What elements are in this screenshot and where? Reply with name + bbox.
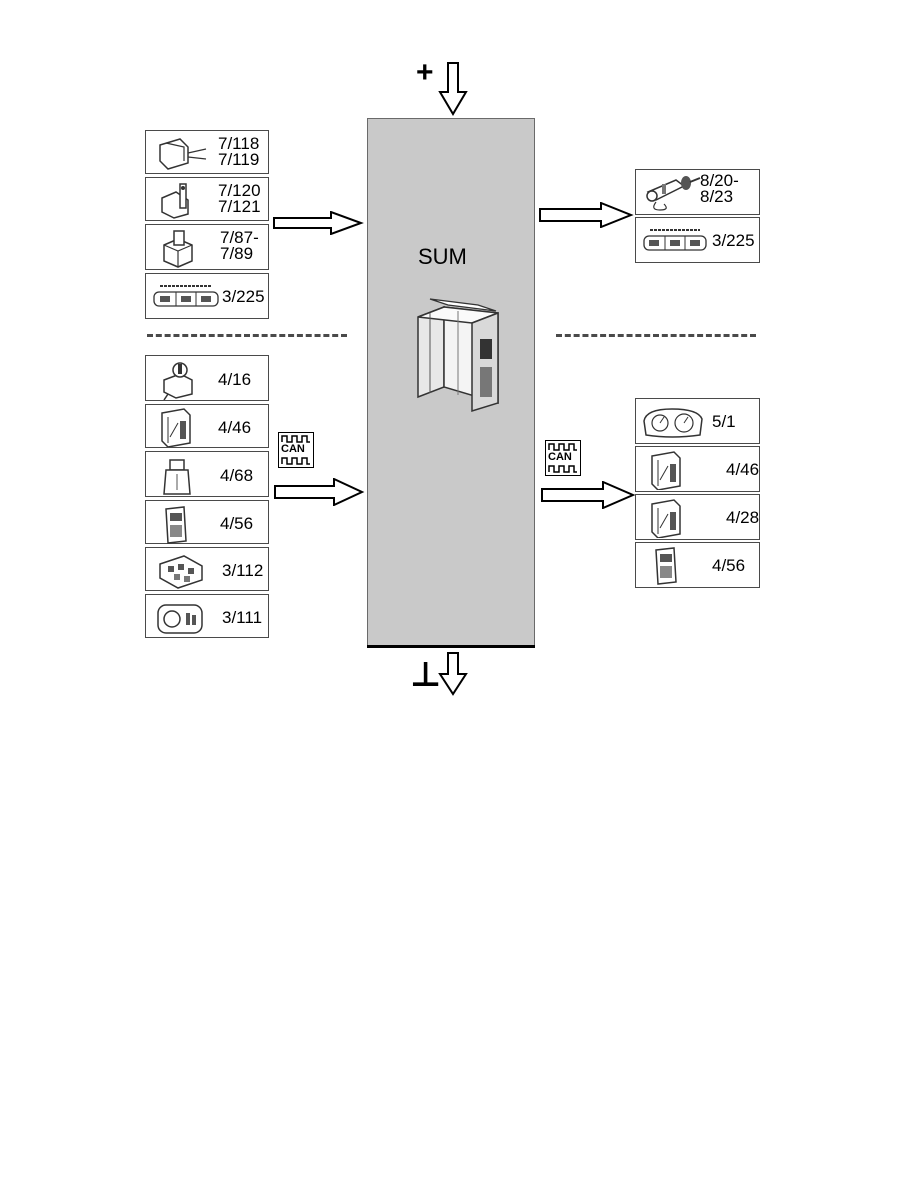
switch-panel-icon xyxy=(643,229,707,251)
item-label: 4/46 xyxy=(726,460,760,479)
output-item-3-225: 3/225 xyxy=(635,217,760,263)
cube-switch-icon xyxy=(163,230,193,268)
instrument-cluster-icon xyxy=(643,408,703,438)
item-label: 7/118 7/119 xyxy=(218,134,260,169)
input-item-4-68: 4/68 xyxy=(145,451,269,497)
input-item-4-46: 4/46 xyxy=(145,404,269,448)
plus-symbol: + xyxy=(416,56,434,89)
item-label: 5/1 xyxy=(712,412,736,431)
right-arrow-icon xyxy=(273,211,364,235)
input-item-3-225: 3/225 xyxy=(145,273,269,319)
item-label: 4/56 xyxy=(220,514,254,533)
switch-panel-icon xyxy=(153,285,219,307)
ignition-switch-icon xyxy=(163,362,193,400)
item-label: 3/111 xyxy=(222,608,263,627)
input-item-7-87: 7/87- 7/89 xyxy=(145,224,269,270)
control-module-icon xyxy=(161,408,191,447)
output-item-8-20: 8/20- 8/23 xyxy=(635,169,760,215)
input-item-3-111: 3/111 xyxy=(145,594,269,638)
connector-plug-icon xyxy=(159,138,207,170)
output-item-4-28: 4/28 xyxy=(635,494,760,540)
right-arrow-icon xyxy=(274,478,365,506)
keypad-module-icon xyxy=(165,506,187,544)
bracket-switch-icon xyxy=(161,183,189,219)
input-item-4-16: 4/16 xyxy=(145,355,269,401)
item-label: 7/120 7/121 xyxy=(218,181,261,216)
item-label: 4/28 xyxy=(726,508,760,527)
can-bus-icon: CAN xyxy=(545,440,581,476)
item-label: 4/46 xyxy=(218,418,252,437)
item-label: 8/20- 8/23 xyxy=(700,171,739,206)
item-label: 3/112 xyxy=(222,561,264,580)
input-item-7-120: 7/120 7/121 xyxy=(145,177,269,221)
output-item-5-1: 5/1 xyxy=(635,398,760,444)
input-item-4-56: 4/56 xyxy=(145,500,269,544)
input-item-7-118: 7/118 7/119 xyxy=(145,130,269,174)
output-item-4-56: 4/56 xyxy=(635,542,760,588)
item-label: 4/68 xyxy=(220,466,254,485)
can-label: CAN xyxy=(548,451,572,463)
actuator-motor-icon xyxy=(646,176,701,211)
output-item-4-46: 4/46 xyxy=(635,446,760,492)
down-arrow-icon xyxy=(438,652,468,696)
light-switch-icon xyxy=(157,604,203,634)
left-separator xyxy=(147,334,347,337)
module-housing-icon xyxy=(417,298,499,413)
control-module-icon xyxy=(651,451,681,490)
sensor-unit-icon xyxy=(163,459,191,495)
item-label: 3/225 xyxy=(222,287,265,306)
item-label: 3/225 xyxy=(712,231,755,250)
item-label: 7/87- 7/89 xyxy=(220,228,259,263)
ground-symbol: ⊥ xyxy=(410,656,442,694)
can-bus-icon: CAN xyxy=(278,432,314,468)
can-label: CAN xyxy=(281,443,305,455)
down-arrow-icon xyxy=(438,62,468,116)
control-module-icon xyxy=(651,499,681,538)
item-label: 4/16 xyxy=(218,370,252,389)
right-arrow-icon xyxy=(541,481,636,509)
input-item-3-112: 3/112 xyxy=(145,547,269,591)
item-label: 4/56 xyxy=(712,556,746,575)
right-arrow-icon xyxy=(539,202,634,228)
sum-label: SUM xyxy=(418,244,467,269)
right-separator xyxy=(556,334,756,337)
keypad-module-icon xyxy=(655,547,677,585)
control-panel-icon xyxy=(159,555,203,589)
